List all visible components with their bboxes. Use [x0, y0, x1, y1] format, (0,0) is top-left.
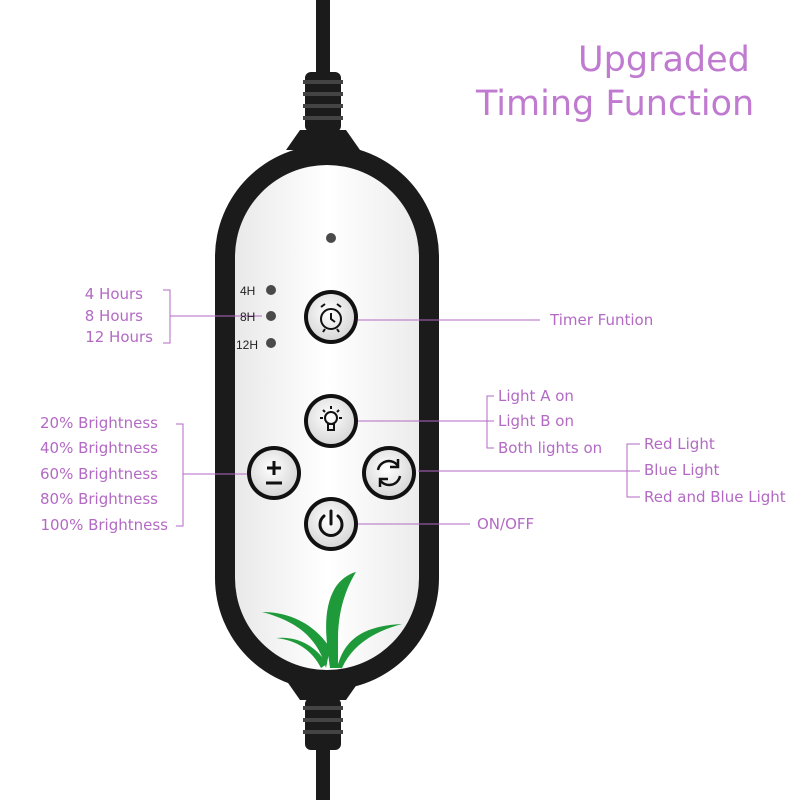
- duration-4-hours: 4 Hours: [84, 285, 143, 303]
- led-label-12h: 12H: [236, 338, 259, 352]
- led-label-8h: 8H: [240, 310, 256, 324]
- strain-relief-bottom: [286, 680, 360, 750]
- plus-minus-icon: [266, 461, 282, 485]
- brightness-100: 100% Brightness: [40, 516, 168, 534]
- plant-sprout-icon: [262, 572, 402, 668]
- on-off-label: ON/OFF: [477, 515, 535, 533]
- cable-bottom: [316, 740, 330, 800]
- cycle-arrows-icon: [376, 459, 402, 487]
- led-label-4h: 4H: [240, 284, 256, 298]
- color-red-and-blue-light: Red and Blue Light: [644, 488, 786, 506]
- led-12h: [266, 338, 276, 348]
- light-option-both: Both lights on: [498, 439, 603, 457]
- power-icon: [318, 509, 344, 537]
- brightness-60: 60% Brightness: [39, 465, 158, 483]
- brightness-20: 20% Brightness: [39, 414, 158, 432]
- color-blue-light: Blue Light: [644, 461, 720, 479]
- light-bulb-icon: [320, 406, 342, 431]
- cable-top: [316, 0, 330, 80]
- leader-lines: [163, 289, 640, 527]
- status-indicator: [326, 233, 336, 243]
- duration-8-hours: 8 Hours: [84, 307, 143, 325]
- brightness-button[interactable]: [247, 446, 301, 500]
- timer-button[interactable]: [304, 290, 358, 344]
- color-cycle-button[interactable]: [362, 446, 416, 500]
- title-line-1: Upgraded: [578, 40, 750, 80]
- light-option-a: Light A on: [498, 387, 574, 405]
- alarm-clock-icon: [320, 303, 342, 333]
- power-button[interactable]: [304, 497, 358, 551]
- color-red-light: Red Light: [644, 435, 715, 453]
- brightness-80: 80% Brightness: [39, 490, 158, 508]
- duration-12-hours: 12 Hours: [85, 328, 153, 346]
- light-select-button[interactable]: [304, 394, 358, 448]
- timer-function-label: Timer Funtion: [550, 311, 654, 329]
- title-line-2: Timing Function: [476, 84, 755, 124]
- led-8h: [266, 311, 276, 321]
- brightness-40: 40% Brightness: [39, 439, 158, 457]
- led-4h: [266, 285, 276, 295]
- strain-relief-top: [286, 72, 360, 150]
- light-option-b: Light B on: [498, 412, 574, 430]
